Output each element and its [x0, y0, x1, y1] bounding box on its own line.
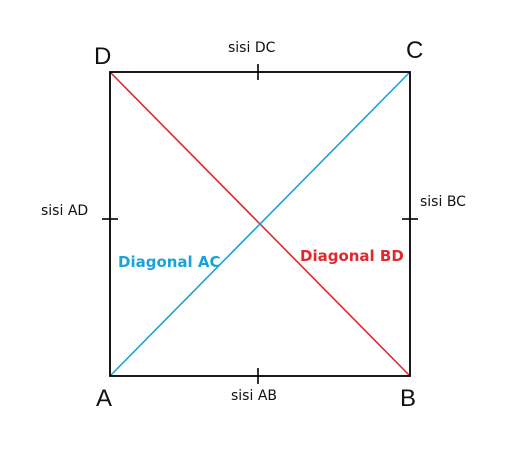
- diagonal-ac-label: Diagonal AC: [118, 253, 221, 271]
- diagonal-bd-label: Diagonal BD: [300, 247, 404, 265]
- vertex-label-d: D: [94, 43, 111, 70]
- vertex-label-c: C: [406, 37, 423, 64]
- side-label-ab: sisi AB: [231, 388, 277, 404]
- side-label-ad: sisi AD: [41, 203, 88, 219]
- square-outline: [109, 71, 411, 377]
- side-label-dc: sisi DC: [228, 40, 276, 56]
- side-label-bc: sisi BC: [420, 194, 466, 210]
- vertex-label-b: B: [400, 385, 416, 412]
- diagonal-ac-line: [109, 71, 411, 377]
- vertex-label-a: A: [96, 385, 112, 412]
